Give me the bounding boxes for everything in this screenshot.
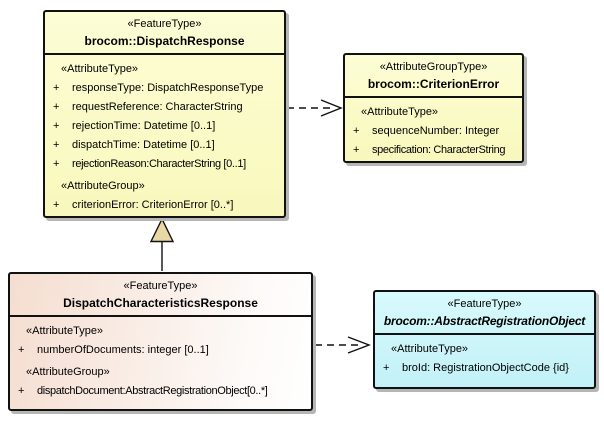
attribute-row: + specification: CharacterString [351, 141, 520, 160]
attribute-row: + requestReference: CharacterString [51, 98, 282, 117]
visibility-marker: + [18, 385, 25, 397]
section-header: «AttributeType» [61, 63, 139, 75]
attribute-label: dispatchDocument:AbstractRegistrationObj… [37, 385, 268, 397]
open-arrowhead-icon [347, 336, 371, 354]
attribute-row: + sequenceNumber: Integer [351, 122, 520, 141]
attribute-row: + rejectionReason:CharacterString [0..1] [51, 155, 282, 174]
attribute-row: + dispatchTime: Datetime [0..1] [51, 136, 282, 155]
attribute-label: responseType: DispatchResponseType [72, 82, 264, 94]
visibility-marker: + [353, 144, 360, 156]
section-header: «AttributeType» [26, 325, 104, 337]
visibility-marker: + [53, 158, 60, 170]
attribute-label: rejectionTime: Datetime [0..1] [72, 120, 216, 132]
dependency-arrow-criterion-error[interactable] [287, 99, 343, 117]
attribute-label: criterionError: CriterionError [0..*] [72, 199, 234, 211]
stereotype-label: «FeatureType» [123, 280, 198, 292]
attribute-compartment: «AttributeType» + sequenceNumber: Intege… [345, 98, 522, 161]
dependency-arrow-abstract-registration-object[interactable] [315, 336, 371, 354]
class-box-dispatch-characteristics-response[interactable]: «FeatureType» DispatchCharacteristicsRes… [8, 272, 313, 411]
section-header: «AttributeGroup» [26, 366, 110, 378]
class-name: DispatchCharacteristicsResponse [63, 296, 258, 310]
visibility-marker: + [53, 82, 60, 94]
attribute-compartment: «AttributeType» + numberOfDocuments: int… [10, 317, 311, 403]
class-name: brocom::AbstractRegistrationObject [383, 314, 586, 328]
generalization-arrow[interactable] [149, 217, 175, 271]
attribute-label: requestReference: CharacterString [72, 101, 243, 113]
class-title-compartment: «FeatureType» brocom::AbstractRegistrati… [375, 292, 594, 335]
stereotype-label: «AttributeGroupType» [379, 61, 488, 73]
attribute-compartment: «AttributeType» + responseType: Dispatch… [45, 55, 284, 216]
generalization-triangle-icon [149, 217, 175, 243]
visibility-marker: + [53, 101, 60, 113]
visibility-marker: + [53, 199, 60, 211]
section-header: «AttributeType» [391, 343, 469, 355]
attribute-row: + numberOfDocuments: integer [0..1] [16, 341, 309, 360]
open-arrowhead-icon [320, 99, 343, 117]
stereotype-label: «FeatureType» [447, 298, 522, 310]
attribute-row: + broId: RegistrationObjectCode {id} [381, 359, 592, 378]
class-name: brocom::CriterionError [367, 77, 500, 91]
stereotype-label: «FeatureType» [127, 18, 202, 30]
attribute-label: sequenceNumber: Integer [372, 125, 500, 137]
visibility-marker: + [18, 344, 25, 356]
attribute-label: rejectionReason:CharacterString [0..1] [72, 158, 246, 170]
visibility-marker: + [53, 120, 60, 132]
class-box-dispatch-response[interactable]: «FeatureType» brocom::DispatchResponse «… [43, 10, 286, 218]
visibility-marker: + [353, 125, 360, 137]
attribute-row: + dispatchDocument:AbstractRegistrationO… [16, 382, 309, 401]
class-name: brocom::DispatchResponse [84, 34, 245, 48]
section-header: «AttributeType» [361, 106, 439, 118]
visibility-marker: + [53, 139, 60, 151]
attribute-label: specification: CharacterString [372, 144, 506, 156]
attribute-label: dispatchTime: Datetime [0..1] [72, 139, 215, 151]
class-title-compartment: «AttributeGroupType» brocom::CriterionEr… [345, 55, 522, 98]
class-box-abstract-registration-object[interactable]: «FeatureType» brocom::AbstractRegistrati… [373, 290, 596, 389]
attribute-row: + criterionError: CriterionError [0..*] [51, 196, 282, 215]
attribute-row: + responseType: DispatchResponseType [51, 79, 282, 98]
attribute-label: broId: RegistrationObjectCode {id} [402, 362, 569, 374]
visibility-marker: + [383, 362, 390, 374]
section-header: «AttributeGroup» [61, 180, 145, 192]
attribute-compartment: «AttributeType» + broId: RegistrationObj… [375, 335, 594, 380]
class-title-compartment: «FeatureType» brocom::DispatchResponse [45, 12, 284, 55]
class-title-compartment: «FeatureType» DispatchCharacteristicsRes… [10, 274, 311, 317]
attribute-row: + rejectionTime: Datetime [0..1] [51, 117, 282, 136]
attribute-label: numberOfDocuments: integer [0..1] [37, 344, 209, 356]
class-box-criterion-error[interactable]: «AttributeGroupType» brocom::CriterionEr… [343, 53, 524, 163]
